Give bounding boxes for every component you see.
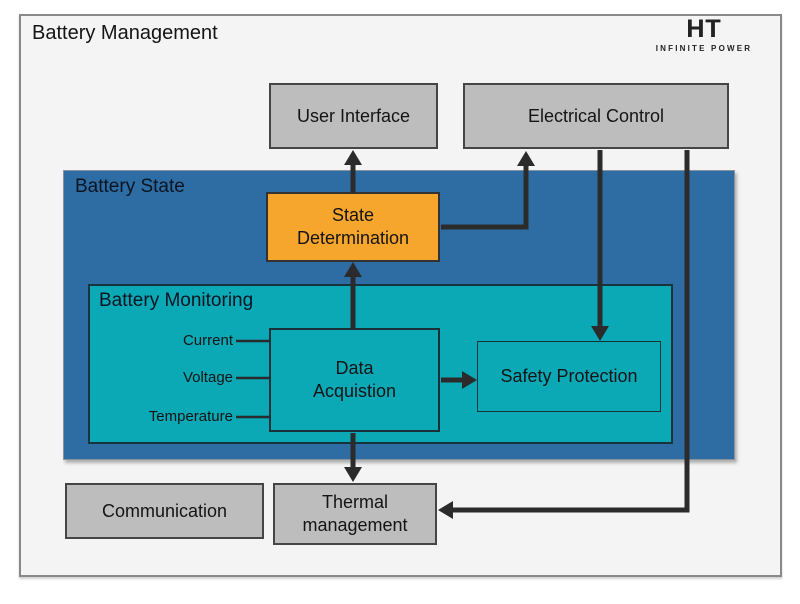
node-safety-protection: Safety Protection [477,341,661,412]
brand-logo-text: HT [652,17,756,42]
sensor-label-current: Current [182,332,233,349]
node-data-acquisition: Data Acquistion [269,328,440,432]
sensor-label-voltage: Voltage [182,369,233,386]
sensor-label-temperature: Temperature [148,408,233,425]
node-thermal-management: Thermal management [273,483,437,545]
battery-monitoring-label: Battery Monitoring [99,290,254,311]
brand-tagline: INFINITE POWER [655,44,753,53]
node-state-determination: State Determination [266,192,440,262]
battery-state-label: Battery State [75,176,185,197]
node-electrical-control: Electrical Control [463,83,729,149]
page-title: Battery Management [32,22,218,44]
node-communication: Communication [65,483,264,539]
node-user-interface: User Interface [269,83,438,149]
brand-logo: HT INFINITE POWER [652,17,756,54]
